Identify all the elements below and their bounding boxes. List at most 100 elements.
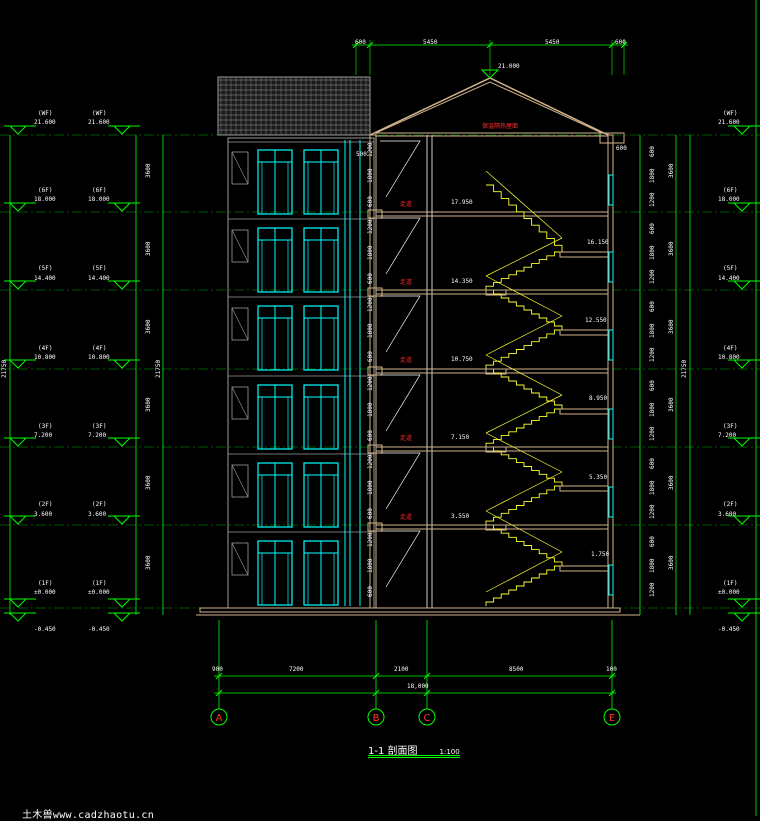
- rv-elev-6: ±0.000: [718, 589, 740, 596]
- lv1-tri-5: [8, 515, 28, 525]
- left-total-height: 21750: [1, 360, 8, 378]
- svg-text:E: E: [609, 713, 615, 724]
- facade-small-window-4: [231, 464, 249, 498]
- room-label-1: 走道: [400, 278, 412, 286]
- lv2-elev-0: 21.600: [88, 119, 110, 126]
- stair-handrail-7: [485, 471, 563, 512]
- roof-slab: [375, 132, 609, 137]
- lv2-tri-3: [112, 359, 132, 369]
- stair-handrail-3: [485, 315, 563, 356]
- floor-slab-1: [375, 289, 609, 295]
- right-story-dim-4: 3600: [668, 475, 675, 490]
- bottom-dim-3: 8500: [509, 666, 524, 673]
- room-label-0: 走道: [400, 200, 412, 208]
- right-col-dim-4: 1800: [649, 245, 656, 260]
- rv-tri-3: [732, 359, 752, 369]
- bottom-dim-0: 900: [212, 666, 223, 673]
- facade-small-window-diag: [231, 151, 249, 185]
- right-col-dim-5: 1200: [649, 269, 656, 284]
- roof-label: 保温隔热屋面: [482, 122, 518, 130]
- lv1-floor-0: (WF): [38, 110, 52, 117]
- mid-column-dims: 1200180060012001800600120018006001200180…: [367, 142, 374, 597]
- right-col-dim-0: 600: [649, 146, 656, 157]
- mid-col-dim-16: 1800: [367, 558, 374, 573]
- bottom-total-tick-0: [215, 689, 223, 697]
- lv2-floor-0: (WF): [92, 110, 106, 117]
- facade-small-window-diag: [231, 307, 249, 341]
- mid-col-dim-8: 600: [367, 351, 374, 362]
- right-col-dim-15: 600: [649, 536, 656, 547]
- room-elev-4: 3.550: [451, 513, 469, 520]
- stair-flight-9: [485, 565, 562, 606]
- right-story-dim-2: 3600: [668, 319, 675, 334]
- bottom-dim-4: 100: [606, 666, 617, 673]
- lv1-elev-0: 21.600: [34, 119, 56, 126]
- mid-col-dim-15: 1200: [367, 532, 374, 547]
- room-elev-1: 14.350: [451, 278, 473, 285]
- facade-small-window-diag: [231, 229, 249, 263]
- top-dim-2: 5450: [423, 39, 438, 46]
- right-story-dim-1: 3600: [668, 241, 675, 256]
- stair-flight-3: [485, 329, 562, 369]
- right-col-dim-6: 600: [649, 301, 656, 312]
- floor-slab-2: [375, 368, 609, 374]
- top-dim-3: 5450: [545, 39, 560, 46]
- left-story-dim-1: 3600: [145, 241, 152, 256]
- mid-col-dim-1: 1800: [367, 168, 374, 183]
- stair-flight-5: [485, 408, 562, 447]
- roof-ridge-tri: [480, 69, 500, 79]
- mid-col-dim-11: 600: [367, 430, 374, 441]
- right-col-dim-1: 1800: [649, 168, 656, 183]
- right-col-dim-8: 1200: [649, 347, 656, 362]
- facade-small-window-2: [231, 307, 249, 341]
- bottom-tick-0: [215, 672, 223, 680]
- facade-small-window-diag: [231, 542, 249, 576]
- facade-small-window-1: [231, 229, 249, 263]
- stair-handrail-0: [485, 170, 563, 239]
- right-story-dim-3: 3600: [668, 397, 675, 412]
- lv1-elev-1: 18.000: [34, 196, 56, 203]
- stair-mid-landing-3: [485, 524, 507, 531]
- lv2-elev-3: 10.800: [88, 354, 110, 361]
- bottom-total-tick-2: [423, 689, 431, 697]
- rv-ground: -0.450: [718, 626, 740, 633]
- mid-col-dim-9: 1200: [367, 376, 374, 391]
- bottom-total-tick-3: [608, 689, 616, 697]
- lv2-elev-6: ±0.000: [88, 589, 110, 596]
- drawing-title-main: 1-1 剖面图: [368, 746, 418, 757]
- facade-small-window-0: [231, 151, 249, 185]
- rv-tri-4: [732, 437, 752, 447]
- mid-col-dim-14: 600: [367, 508, 374, 519]
- mid-col-dim-13: 1800: [367, 480, 374, 495]
- left-story-dim-4: 3600: [145, 475, 152, 490]
- right-col-dim-2: 1200: [649, 192, 656, 207]
- room-label-2: 走道: [400, 356, 412, 364]
- landing-elev-2: 8.950: [589, 395, 607, 402]
- lv2-floor-1: (6F): [92, 187, 106, 194]
- room-elev-2: 10.750: [451, 356, 473, 363]
- facade-outline: [227, 137, 375, 609]
- mid-col-dim-2: 600: [367, 196, 374, 207]
- rv-floor-3: (4F): [723, 345, 737, 352]
- wall-e: [607, 134, 614, 609]
- stair-flight-1: [485, 251, 562, 290]
- mid-col-dim-10: 1800: [367, 402, 374, 417]
- mid-col-dim-7: 1800: [367, 323, 374, 338]
- left-story-dim-3: 3600: [145, 397, 152, 412]
- lv2-elev-4: 7.200: [88, 432, 106, 439]
- lv1-tri-6: [8, 598, 28, 608]
- title-underline: [368, 755, 460, 756]
- lv2-floor-4: (3F): [92, 423, 106, 430]
- rv-elev-5: 3.600: [718, 511, 736, 518]
- rv-floor-5: (2F): [723, 501, 737, 508]
- stair-handrail-6: [485, 432, 563, 473]
- stair-landing-3: [559, 485, 609, 492]
- floor-beam-left-2: [367, 366, 383, 376]
- right-col-dim-11: 1200: [649, 426, 656, 441]
- rv-tri-2: [732, 280, 752, 290]
- rv-elev-1: 18.000: [718, 196, 740, 203]
- stair-mid-landing-2: [485, 446, 507, 453]
- landing-elev-4: 1.750: [591, 551, 609, 558]
- right-window-5: [608, 564, 614, 596]
